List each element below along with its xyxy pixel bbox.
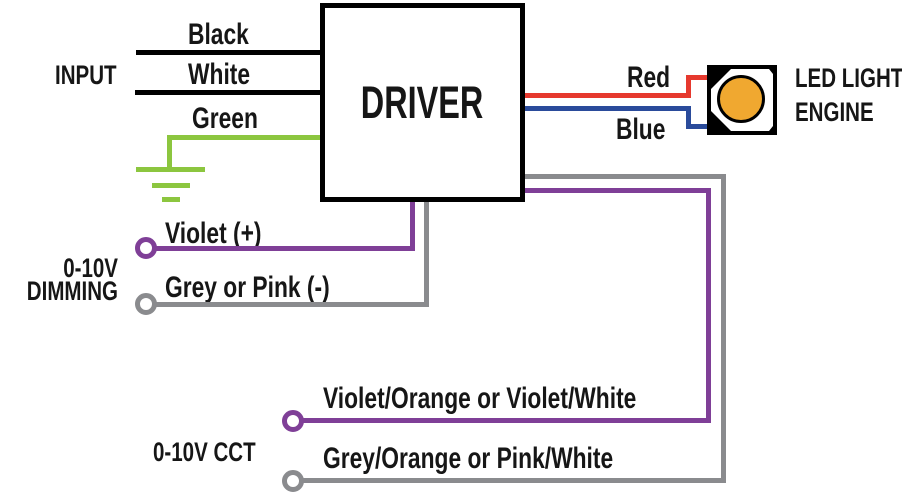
ground-bar-top: [136, 167, 205, 172]
driver-label: DRIVER: [361, 77, 484, 128]
led-die: [717, 75, 765, 123]
dimming-violet-terminal: [135, 237, 157, 259]
cct-violet-wire-label: Violet/Orange or Violet/White: [323, 382, 637, 415]
red-output-wire-stub: [686, 75, 710, 80]
green-input-wire-drop: [167, 135, 172, 172]
dimming-grey-wire: [150, 302, 429, 307]
red-output-wire-riser: [686, 75, 691, 98]
dimming-grey-terminal: [135, 293, 157, 315]
dimming-label-line2: DIMMING: [26, 276, 118, 306]
dimming-label-line1: 0-10V: [63, 253, 118, 283]
dimming-grey-wire-label: Grey or Pink (-): [165, 271, 330, 304]
red-output-wire: [520, 93, 691, 98]
blue-wire-label: Blue: [616, 113, 666, 146]
led-chip-icon: [707, 65, 777, 135]
black-input-wire: [136, 50, 323, 55]
blue-output-wire-stub: [686, 124, 710, 129]
cct-violet-wire-top: [520, 188, 711, 193]
led-light-engine-line2: ENGINE: [795, 97, 874, 127]
red-wire-label: Red: [627, 61, 671, 94]
blue-output-wire: [520, 106, 691, 111]
cct-grey-wire-top: [520, 174, 726, 179]
dimming-violet-wire-riser: [410, 197, 415, 251]
white-wire-label: White: [188, 58, 251, 91]
cct-violet-wire-bottom: [299, 418, 711, 423]
dimming-violet-wire: [150, 246, 415, 251]
ground-bar-middle: [152, 183, 190, 188]
driver-box: DRIVER: [320, 3, 525, 202]
white-input-wire: [135, 90, 323, 95]
green-input-wire: [167, 135, 323, 140]
cct-grey-wire-riser: [721, 174, 726, 483]
cct-violet-terminal: [282, 410, 304, 432]
led-light-engine-line1: LED LIGHT: [795, 63, 902, 93]
black-wire-label: Black: [188, 18, 249, 51]
green-wire-label: Green: [192, 102, 258, 135]
dimming-grey-wire-riser: [424, 197, 429, 307]
blue-output-wire-drop: [686, 106, 691, 129]
dimming-label: 0-10V DIMMING: [26, 255, 118, 306]
ground-bar-bottom: [162, 197, 180, 202]
cct-grey-wire-label: Grey/Orange or Pink/White: [323, 442, 614, 475]
cct-label: 0-10V CCT: [153, 437, 256, 467]
cct-grey-terminal: [282, 470, 304, 492]
input-label: INPUT: [55, 60, 117, 90]
cct-violet-wire-riser: [706, 188, 711, 423]
cct-grey-wire-bottom: [299, 478, 726, 483]
led-light-engine-label: LED LIGHT ENGINE: [795, 61, 902, 129]
dimming-violet-wire-label: Violet (+): [165, 217, 262, 250]
